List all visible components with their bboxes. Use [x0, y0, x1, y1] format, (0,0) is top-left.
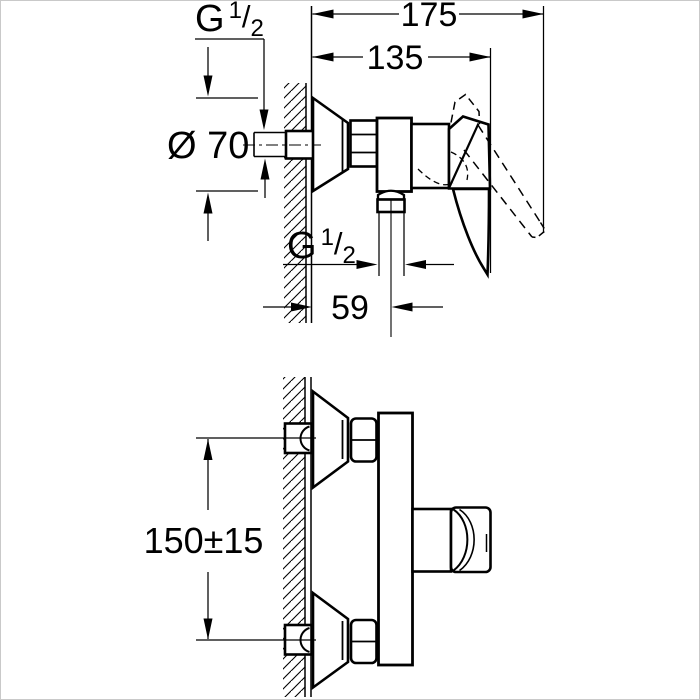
- cartridge-housing: [410, 122, 451, 190]
- plan-body: [377, 411, 414, 667]
- dia-70-label: Ø 70: [167, 125, 249, 167]
- dim-135: 135: [312, 39, 492, 273]
- plan-hex-nut-bottom: [349, 618, 378, 665]
- plan-escutcheon-bottom: [311, 590, 350, 691]
- outlet-pipe-lines: [378, 199, 405, 337]
- hex-nut: [349, 119, 379, 168]
- dim-dia70: Ø 70: [167, 47, 258, 241]
- svg-text:G1/2: G1/2: [195, 1, 264, 42]
- dim-135-label: 135: [367, 39, 424, 77]
- outlet-shoulder: [376, 189, 406, 201]
- wall-hatch-side: [284, 6, 313, 323]
- svg-text:G1/2: G1/2: [287, 224, 356, 269]
- plan-handle-cap: [449, 506, 492, 574]
- valve-body: [375, 116, 413, 193]
- dim-59: 59: [263, 289, 443, 327]
- dim-175: 175: [312, 1, 545, 233]
- thread-letter: G: [195, 1, 225, 40]
- plan-cartridge: [411, 507, 453, 573]
- plan-escutcheon-top: [311, 388, 350, 491]
- dim-59-label: 59: [331, 289, 369, 327]
- dim-150: 150±15: [144, 437, 316, 641]
- dim-175-label: 175: [401, 1, 458, 34]
- dim-150-label: 150±15: [144, 520, 264, 561]
- plan-view: 150±15: [144, 377, 492, 697]
- plan-hex-nut-top: [349, 417, 378, 463]
- lever-handle-alt-position-dashed: [450, 93, 547, 239]
- lever-handle: [417, 115, 492, 279]
- escutcheon-cone: [311, 95, 350, 194]
